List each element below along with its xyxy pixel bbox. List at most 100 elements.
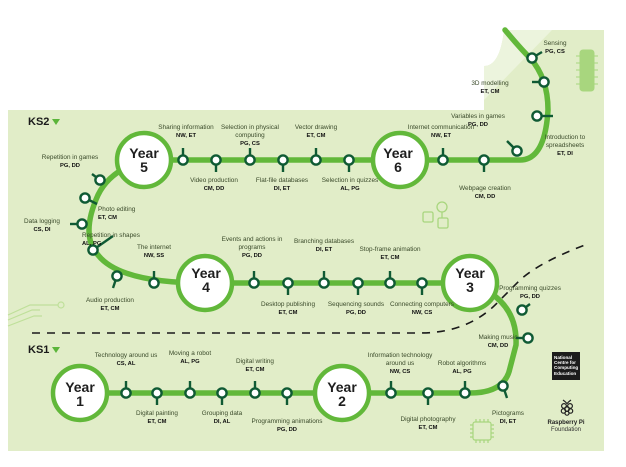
station-y4-2[interactable] (111, 270, 123, 282)
year-2-circle[interactable] (312, 363, 372, 423)
station-y6-5[interactable] (538, 76, 550, 88)
station-y4-1[interactable] (148, 277, 160, 289)
unit-name: Events and actions in programs (221, 236, 283, 251)
unit-codes: ET, CM (278, 310, 298, 316)
station-y1-5[interactable] (249, 387, 261, 399)
station-y2-3[interactable] (459, 387, 471, 399)
unit-name: Audio production (86, 297, 134, 304)
station-y4-6[interactable] (94, 174, 106, 186)
station-y6-6[interactable] (526, 52, 538, 64)
station-y3-6[interactable] (248, 277, 260, 289)
unit-name: Moving a robot (168, 350, 212, 357)
station-y6-1[interactable] (437, 154, 449, 166)
station-y4-3[interactable] (87, 244, 99, 256)
station-y5-1[interactable] (177, 154, 189, 166)
station-y2-2[interactable] (422, 387, 434, 399)
station-y3-3[interactable] (352, 277, 364, 289)
unit-name: Repetition in shapes (82, 232, 140, 239)
raspberry-icon (560, 399, 574, 416)
station-y4-4[interactable] (76, 218, 88, 230)
station-y2-1[interactable] (385, 387, 397, 399)
station-y3-1[interactable] (416, 277, 428, 289)
station-y5-5[interactable] (310, 154, 322, 166)
unit-codes: PG, CS (545, 49, 565, 55)
station-y6-4[interactable] (531, 110, 543, 122)
year-6-circle[interactable] (370, 130, 430, 190)
unit-codes: PG, DD (60, 163, 80, 169)
station-y1-3[interactable] (184, 387, 196, 399)
station-y3-2[interactable] (384, 277, 396, 289)
station-y2-6[interactable] (516, 304, 528, 316)
station-y2-4[interactable] (497, 380, 509, 392)
year-3-circle[interactable] (440, 253, 500, 313)
station-y5-6[interactable] (343, 154, 355, 166)
station-y2-5[interactable] (522, 332, 534, 344)
year-5-circle[interactable] (114, 130, 174, 190)
unit-name: Flat-file databases (255, 177, 309, 184)
station-y4-5[interactable] (79, 192, 91, 204)
station-y1-1[interactable] (120, 387, 132, 399)
station-y5-2[interactable] (210, 154, 222, 166)
year-1-circle[interactable] (50, 363, 110, 423)
unit-codes: PG, CS (240, 141, 260, 147)
year-4-circle[interactable] (175, 253, 235, 313)
unit-name: Vector drawing (294, 124, 338, 131)
station-y1-4[interactable] (216, 387, 228, 399)
ks1-text: KS1 (28, 344, 50, 356)
unit-codes: ET, CM (306, 133, 326, 139)
station-y5-3[interactable] (244, 154, 256, 166)
station-y3-5[interactable] (282, 277, 294, 289)
station-y3-4[interactable] (318, 277, 330, 289)
station-y6-2[interactable] (478, 154, 490, 166)
station-y1-6[interactable] (281, 387, 293, 399)
unit-name: Making music (478, 334, 518, 341)
station-y5-4[interactable] (277, 154, 289, 166)
station-y1-2[interactable] (151, 387, 163, 399)
station-y6-3[interactable] (511, 145, 523, 157)
